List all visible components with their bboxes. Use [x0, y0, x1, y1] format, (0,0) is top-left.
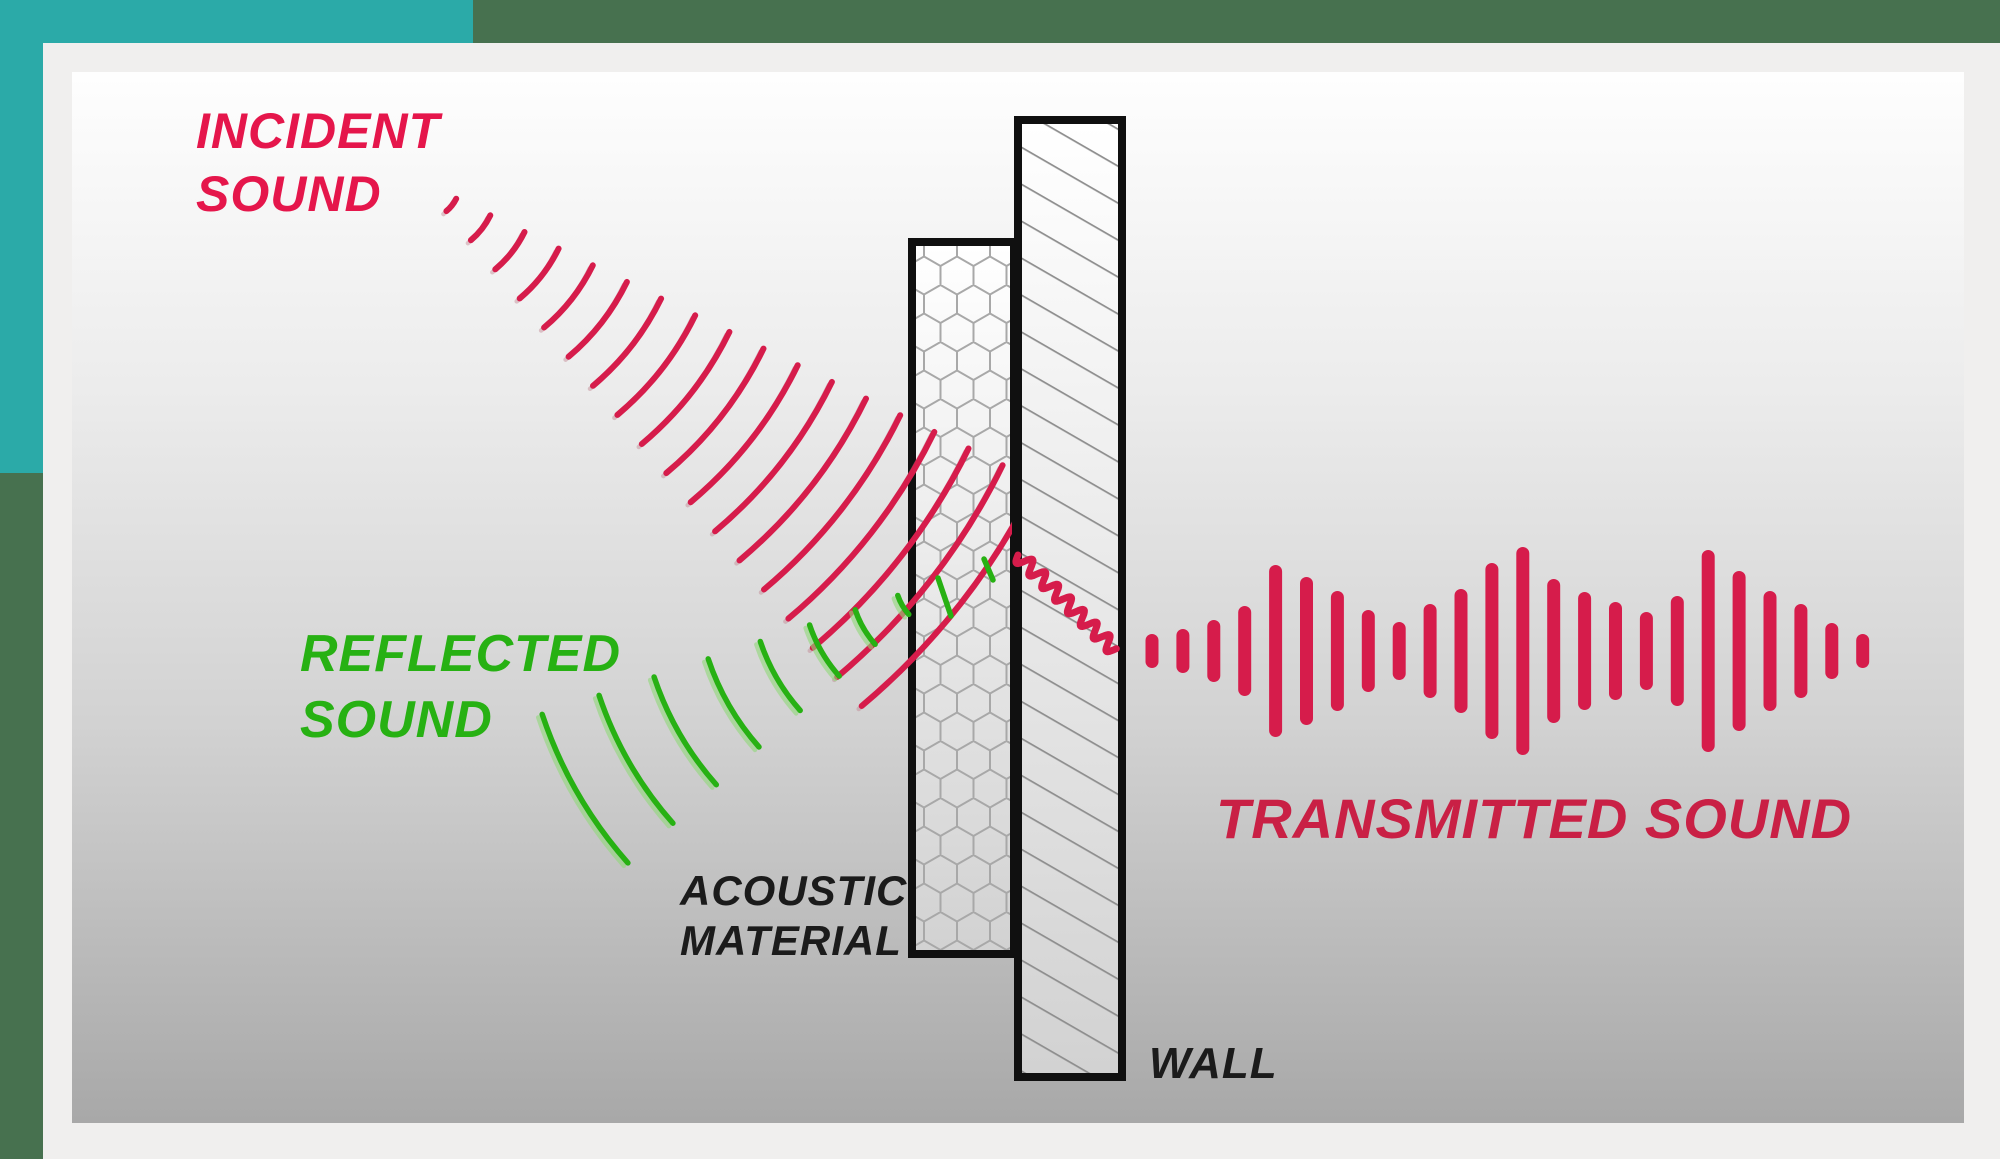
incident-sound-label: INCIDENT SOUND	[196, 100, 440, 226]
acoustic-material-label: ACOUSTIC MATERIAL	[680, 866, 907, 965]
teal-accent-bar-top	[0, 0, 473, 43]
incident-sound-label-line2: SOUND	[196, 166, 382, 222]
transmitted-sound-label: TRANSMITTED SOUND	[1216, 787, 1853, 850]
acoustic-material-label-line1: ACOUSTIC	[680, 867, 908, 914]
reflected-sound-label-line1: REFLECTED	[300, 625, 621, 683]
reflected-sound-label: REFLECTED SOUND	[300, 622, 621, 753]
diagram-panel	[72, 72, 1964, 1123]
wall-label: WALL	[1149, 1039, 1278, 1088]
acoustic-material-label-line2: MATERIAL	[680, 916, 902, 964]
teal-accent-bar-left	[0, 0, 43, 473]
reflected-sound-label-line2: SOUND	[300, 690, 493, 749]
incident-sound-label-line1: INCIDENT	[196, 103, 441, 159]
